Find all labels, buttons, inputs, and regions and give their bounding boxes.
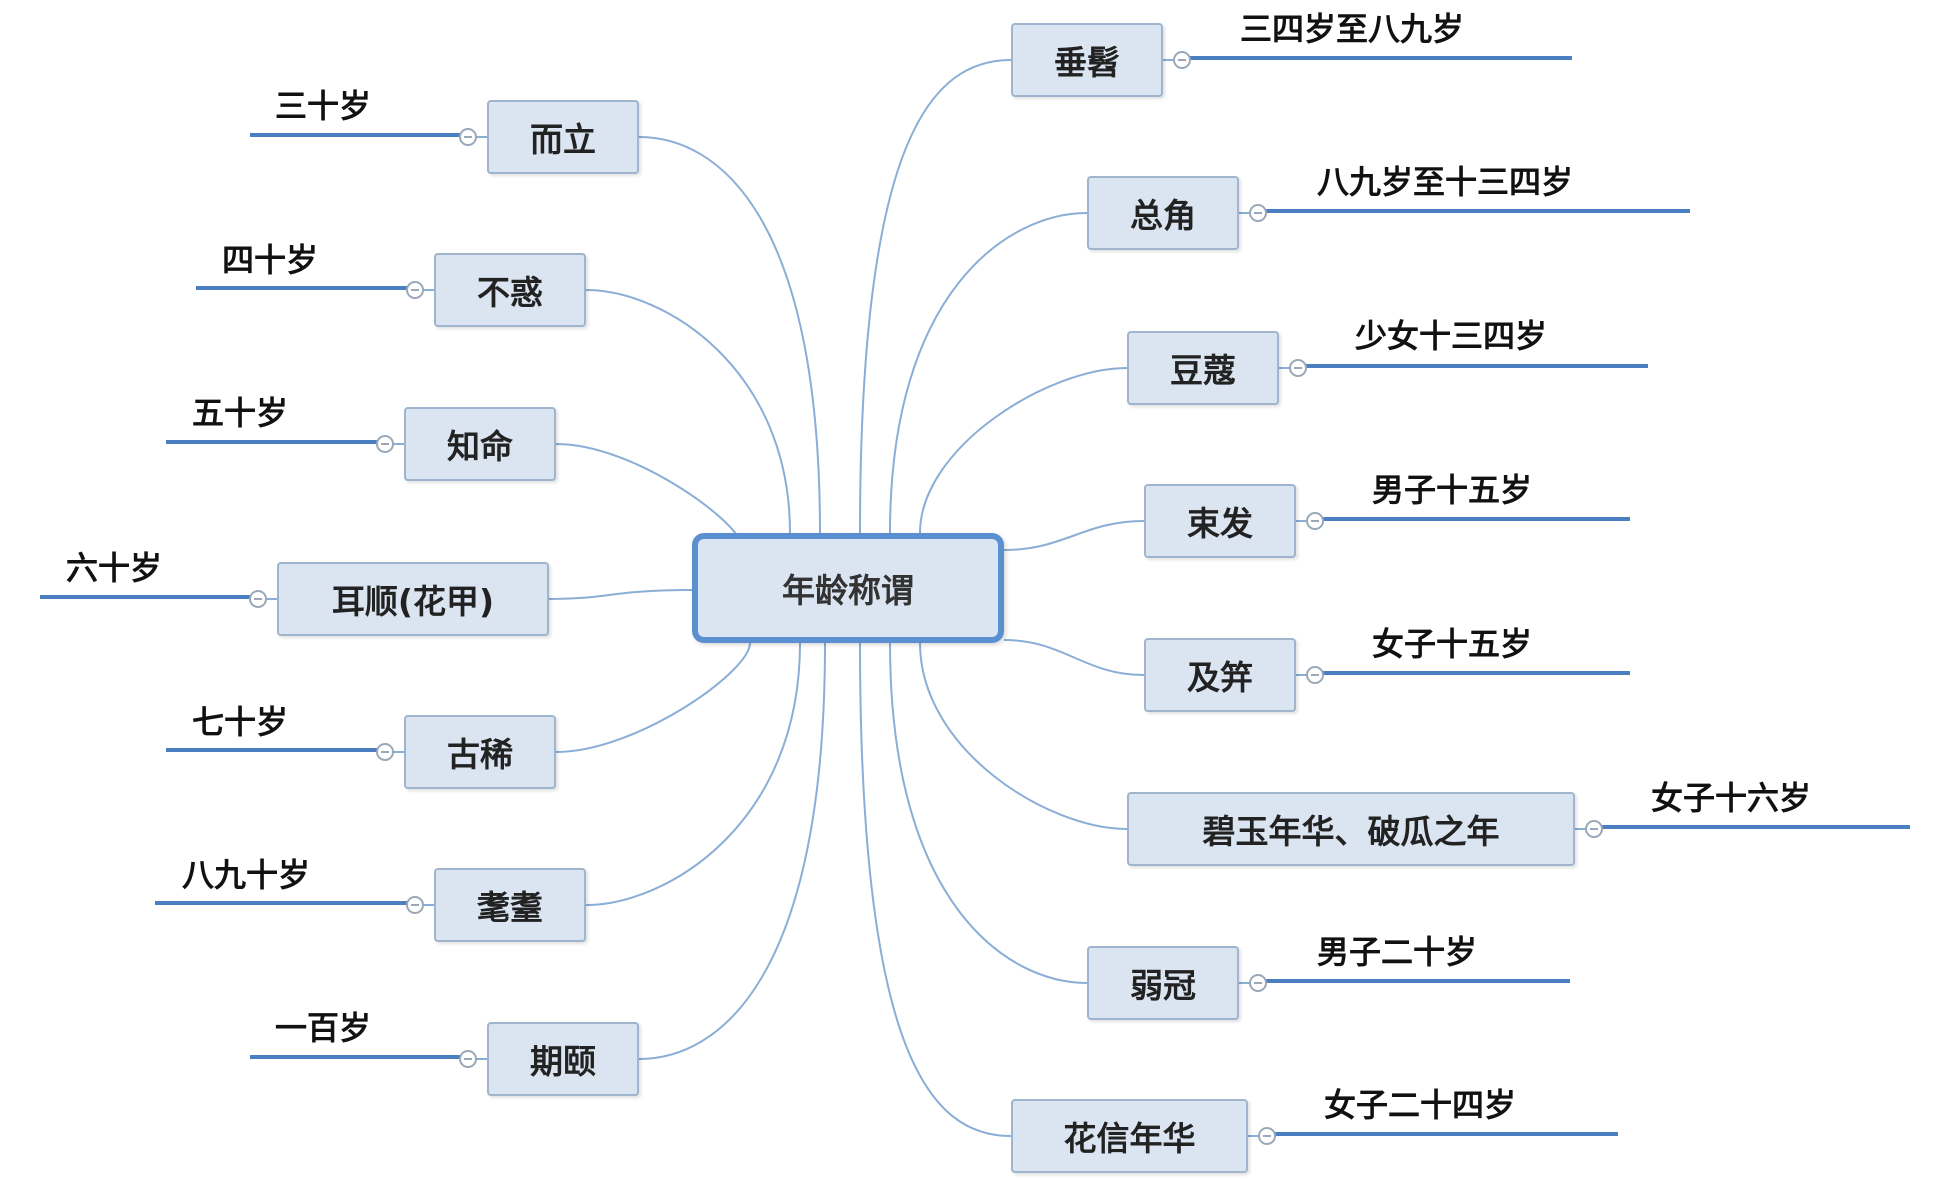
age-label: 三四岁至八九岁 <box>1240 10 1465 48</box>
right-node[interactable]: 束发 <box>1144 484 1296 558</box>
node-label: 耳顺(花甲) <box>331 582 495 621</box>
right-node[interactable]: 碧玉年华、破瓜之年 <box>1127 792 1575 866</box>
connector-line <box>859 59 1012 534</box>
left-node[interactable]: 知命 <box>404 407 556 481</box>
connector-line <box>1003 639 1145 676</box>
age-label: 女子二十四岁 <box>1324 1086 1517 1124</box>
age-label: 八九岁至十三四岁 <box>1317 163 1574 201</box>
left-node[interactable]: 耄耋 <box>434 868 586 942</box>
age-label: 八九十岁 <box>182 856 311 894</box>
node-label: 耄耋 <box>477 888 543 927</box>
connector-line <box>555 642 751 753</box>
connector-line <box>889 212 1088 534</box>
age-label: 男子二十岁 <box>1317 933 1478 971</box>
node-label: 而立 <box>530 120 596 159</box>
age-label: 女子十六岁 <box>1651 779 1812 817</box>
node-label: 及笄 <box>1187 658 1253 697</box>
age-label: 一百岁 <box>275 1009 372 1047</box>
connector-line <box>919 367 1128 534</box>
node-label: 期颐 <box>530 1042 596 1081</box>
node-label: 知命 <box>447 427 513 466</box>
node-label: 垂髫 <box>1054 43 1120 82</box>
right-node[interactable]: 豆蔻 <box>1127 331 1279 405</box>
connector-line <box>585 289 791 534</box>
right-node[interactable]: 花信年华 <box>1011 1099 1248 1173</box>
left-node[interactable]: 不惑 <box>434 253 586 327</box>
node-label: 不惑 <box>477 273 543 312</box>
age-label: 少女十三四岁 <box>1355 317 1548 355</box>
age-label: 四十岁 <box>222 241 319 279</box>
right-node[interactable]: 垂髫 <box>1011 23 1163 97</box>
age-label: 六十岁 <box>66 549 163 587</box>
left-node[interactable]: 期颐 <box>487 1022 639 1096</box>
node-label: 束发 <box>1187 504 1253 543</box>
connector-line <box>555 443 741 544</box>
node-label: 古稀 <box>447 735 513 774</box>
center-node-label: 年龄称谓 <box>782 571 914 610</box>
connector-line <box>548 589 693 600</box>
connector-line <box>638 136 821 534</box>
left-node[interactable]: 耳顺(花甲) <box>277 562 549 636</box>
age-label: 男子十五岁 <box>1372 471 1533 509</box>
left-node[interactable]: 古稀 <box>404 715 556 789</box>
node-label: 碧玉年华、破瓜之年 <box>1202 812 1500 851</box>
right-node[interactable]: 总角 <box>1087 176 1239 250</box>
connector-line <box>919 642 1128 830</box>
connector-line <box>859 642 1012 1137</box>
connector-line <box>1003 520 1145 551</box>
right-node[interactable]: 及笄 <box>1144 638 1296 712</box>
right-node[interactable]: 弱冠 <box>1087 946 1239 1020</box>
age-label: 女子十五岁 <box>1372 625 1533 663</box>
node-label: 花信年华 <box>1063 1119 1196 1158</box>
node-label: 总角 <box>1130 196 1196 235</box>
connector-line <box>638 642 826 1060</box>
node-label: 弱冠 <box>1130 966 1196 1005</box>
center-node[interactable]: 年龄称谓 <box>692 533 1004 643</box>
left-node[interactable]: 而立 <box>487 100 639 174</box>
connector-line <box>889 642 1088 984</box>
age-label: 三十岁 <box>275 87 372 125</box>
node-label: 豆蔻 <box>1170 351 1236 390</box>
age-label: 七十岁 <box>192 703 289 741</box>
connector-line <box>585 642 801 906</box>
age-label: 五十岁 <box>192 394 289 432</box>
